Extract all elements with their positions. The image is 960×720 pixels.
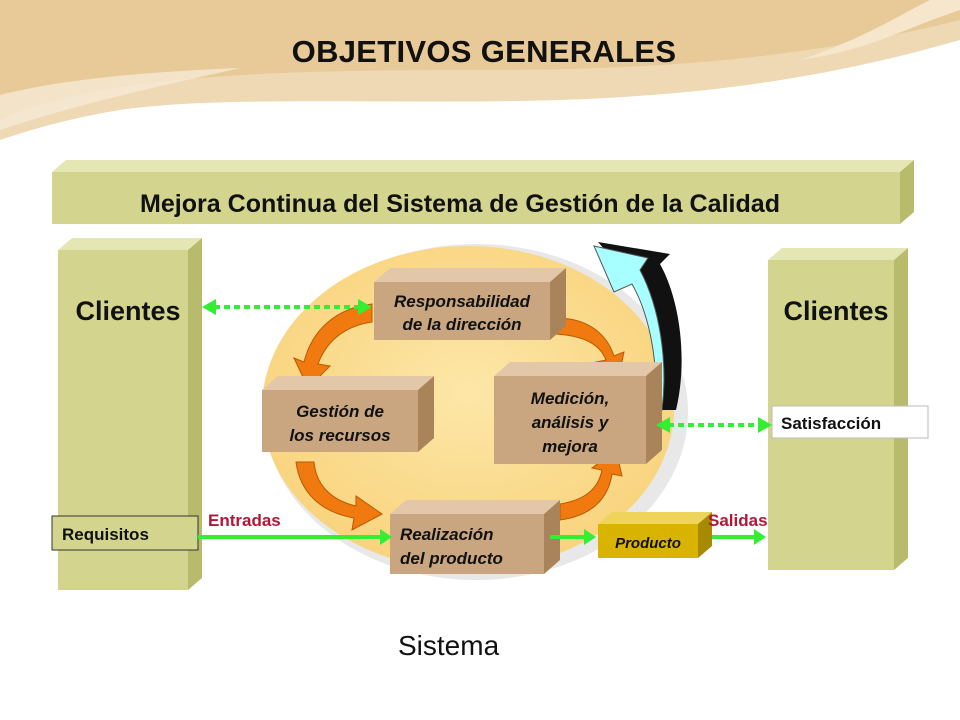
banner-bar: Mejora Continua del Sistema de Gestión d… xyxy=(52,160,914,224)
salidas-label: Salidas xyxy=(708,511,768,530)
salidas-arrow xyxy=(712,529,766,545)
medicion-line2: análisis y xyxy=(532,413,610,432)
product-box: Producto xyxy=(598,512,712,558)
gestion-line1: Gestión de xyxy=(296,402,384,421)
requisitos-box: Requisitos xyxy=(51,515,199,551)
satisfaccion-label: Satisfacción xyxy=(781,414,881,433)
caption-sistema: Sistema xyxy=(398,630,500,661)
process-box-medicion: Medición, análisis y mejora xyxy=(494,362,662,464)
product-label: Producto xyxy=(615,535,681,552)
medicion-line1: Medición, xyxy=(531,389,609,408)
process-box-responsabilidad: Responsabilidad de la dirección xyxy=(374,268,566,340)
left-clients-label: Clientes xyxy=(75,296,180,326)
realizacion-line1: Realización xyxy=(400,525,494,544)
requisitos-label: Requisitos xyxy=(62,525,149,544)
page-title: OBJETIVOS GENERALES xyxy=(291,34,677,69)
responsabilidad-line2: de la dirección xyxy=(402,315,521,334)
entradas-label: Entradas xyxy=(208,511,281,530)
realizacion-line2: del producto xyxy=(400,549,503,568)
cycle-arrow-bottom-left xyxy=(295,461,383,531)
medicion-line3: mejora xyxy=(542,437,598,456)
header-wave-background xyxy=(0,0,960,140)
satisfaccion-box: Satisfacción xyxy=(771,405,929,439)
gestion-line2: los recursos xyxy=(289,426,390,445)
cycle-arrow-top-left xyxy=(293,303,373,389)
entradas-arrow xyxy=(198,529,392,545)
clients-feedback-dotted-arrow xyxy=(202,299,372,315)
satisfaction-dotted-arrow xyxy=(656,417,772,433)
banner-text: Mejora Continua del Sistema de Gestión d… xyxy=(140,190,780,218)
process-box-realizacion: Realización del producto xyxy=(390,500,560,574)
process-box-gestion: Gestión de los recursos xyxy=(262,376,434,452)
product-arrow xyxy=(550,529,596,545)
right-clients-label: Clientes xyxy=(783,296,888,326)
responsabilidad-line1: Responsabilidad xyxy=(394,292,531,311)
